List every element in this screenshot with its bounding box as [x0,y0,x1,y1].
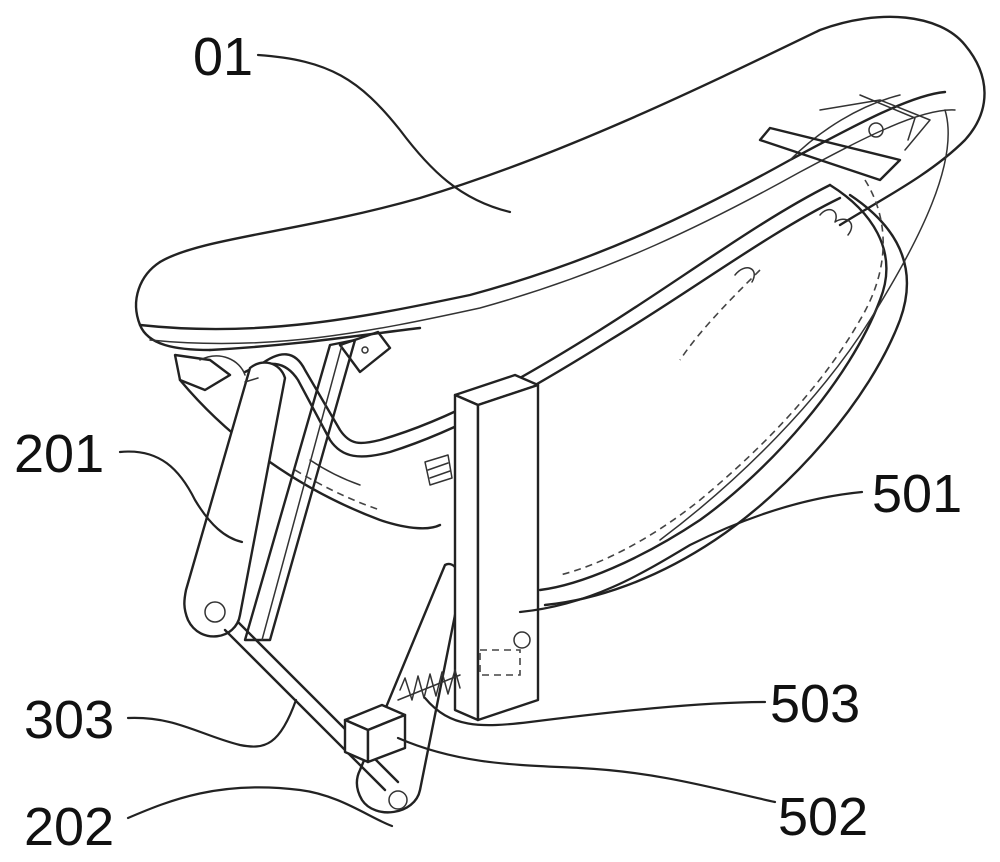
reference-labels: 01 201 303 202 501 503 502 [14,27,962,857]
label-303: 303 [24,690,114,750]
slider-block [343,703,407,764]
label-503: 503 [770,674,860,734]
leader-303 [126,698,298,748]
label-202: 202 [24,797,114,857]
label-502: 502 [778,787,868,847]
side-plate [243,338,357,642]
spring [397,669,461,701]
vertical-post [424,373,540,722]
leader-01 [256,53,512,214]
label-501: 501 [872,464,962,524]
front-clamp [173,330,442,530]
leader-lines [118,53,864,828]
leader-201 [118,450,244,544]
label-201: 201 [14,424,104,484]
upper-link [183,361,287,638]
leader-503 [423,696,767,727]
leader-501 [518,490,864,614]
saddle-shell [134,15,986,352]
leader-202 [126,786,394,828]
leader-502 [396,736,777,804]
label-01: 01 [193,27,253,87]
saddle-rails [243,109,949,607]
